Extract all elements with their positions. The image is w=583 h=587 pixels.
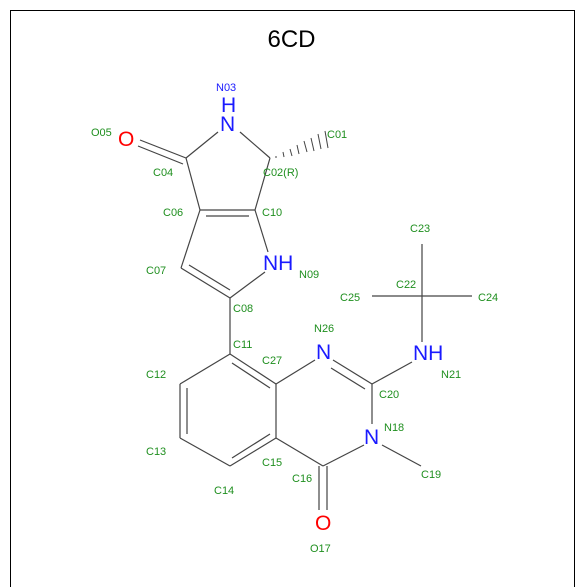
atom-label-c27: C27 bbox=[262, 355, 282, 367]
atom-label-c06: C06 bbox=[163, 207, 183, 219]
atom-label-c24: C24 bbox=[478, 292, 498, 304]
bond-n18-c19 bbox=[381, 444, 422, 467]
atom-label-c10: C10 bbox=[262, 207, 282, 219]
bond-c20-n21 bbox=[371, 361, 413, 385]
atom-symbol-o17: O bbox=[315, 512, 331, 535]
atom-symbol-n03-h: H bbox=[221, 94, 236, 117]
bond-c04-n03 bbox=[185, 131, 219, 159]
bond-c14-c15-double bbox=[231, 433, 271, 459]
bond-c14-c15 bbox=[229, 437, 277, 467]
atom-label-c11: C11 bbox=[233, 339, 252, 351]
atom-label-n26: N26 bbox=[314, 323, 334, 335]
atom-label-c01: C01 bbox=[327, 129, 347, 141]
bond-c16-c15 bbox=[275, 437, 324, 467]
bond-layer bbox=[137, 130, 472, 510]
bond-c02-c10 bbox=[254, 157, 271, 211]
molecule-title: 6CD bbox=[267, 26, 316, 53]
bond-c07-c08-double bbox=[188, 264, 231, 291]
diagram-frame bbox=[10, 10, 575, 587]
atom-label-n21: N21 bbox=[441, 369, 461, 381]
atom-symbol-n03: N bbox=[220, 113, 235, 136]
bond-n26-c20 bbox=[332, 359, 373, 385]
atom-label-o17: O17 bbox=[310, 543, 331, 555]
atom-label-o05: O05 bbox=[91, 127, 112, 139]
atom-label-c15: C15 bbox=[262, 457, 282, 469]
atom-label-n18: N18 bbox=[384, 422, 404, 434]
atom-label-c14: C14 bbox=[214, 485, 234, 497]
atom-label-layer: N03 O05 C01 C04 C02(R) C06 C10 C23 C07 N… bbox=[91, 82, 498, 555]
bond-c27-n26 bbox=[275, 359, 316, 385]
bond-c04-o05 bbox=[139, 139, 187, 159]
atom-symbol-n18: N bbox=[364, 426, 379, 449]
atom-label-n09: N09 bbox=[299, 269, 319, 281]
atom-symbol-layer: H N O NH N NH N O bbox=[118, 94, 443, 535]
atom-label-c20: C20 bbox=[379, 389, 399, 401]
bond-c06-c04 bbox=[185, 157, 201, 211]
atom-label-n03: N03 bbox=[216, 82, 236, 94]
atom-symbol-n09: NH bbox=[263, 252, 293, 275]
atom-symbol-n26: N bbox=[316, 341, 331, 364]
bond-c06-c07 bbox=[180, 209, 201, 269]
atom-label-c16: C16 bbox=[292, 473, 312, 485]
bond-c04-o05-double bbox=[137, 145, 184, 165]
atom-label-c22: C22 bbox=[396, 279, 416, 291]
bond-c27-c11-double bbox=[231, 362, 271, 389]
atom-label-c02: C02(R) bbox=[263, 167, 298, 179]
atom-label-c07: C07 bbox=[146, 265, 166, 277]
atom-label-c19: C19 bbox=[421, 469, 441, 481]
hashed-wedge-c02-c01 bbox=[275, 130, 329, 158]
bond-c08-n09 bbox=[229, 271, 266, 299]
bond-c27-c11 bbox=[229, 353, 277, 385]
atom-label-c08: C08 bbox=[233, 303, 253, 315]
atom-label-c13: C13 bbox=[146, 446, 166, 458]
atom-symbol-n21: NH bbox=[413, 342, 443, 365]
atom-label-c23: C23 bbox=[410, 223, 430, 235]
atom-label-c04: C04 bbox=[153, 167, 173, 179]
bond-n03-c02 bbox=[239, 131, 271, 159]
atom-symbol-o05: O bbox=[118, 128, 134, 151]
bond-c07-c08 bbox=[180, 267, 231, 299]
bond-c13-c14 bbox=[179, 437, 231, 467]
bond-n09-c10 bbox=[254, 209, 269, 253]
atom-label-c25: C25 bbox=[340, 292, 360, 304]
bond-c11-c12 bbox=[179, 353, 231, 385]
atom-label-c12: C12 bbox=[146, 369, 166, 381]
bond-n18-c16 bbox=[322, 444, 365, 467]
bond-n26-c20-double bbox=[330, 367, 366, 390]
